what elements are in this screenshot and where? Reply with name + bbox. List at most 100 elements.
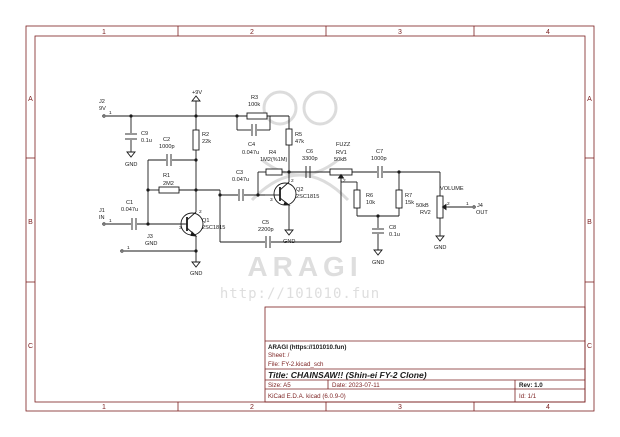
pin-number: 2 [447, 201, 450, 207]
gnd-label: GND [125, 162, 137, 168]
c9-ref: C9 [141, 131, 148, 137]
r6-ref: R6 [366, 193, 373, 199]
c6-value: 3300p [302, 156, 318, 162]
rv2-title: VOLUME [440, 186, 464, 192]
row-label: A [587, 96, 592, 103]
j1-value: IN [99, 215, 105, 221]
q2-value: 2SC1815 [296, 194, 319, 200]
watermark-name: ARAGI [247, 251, 362, 282]
pin-numbers: 1 1 1 1 3 2 3 2 2 2 [109, 110, 469, 251]
sheet-id: Id: 1/1 [519, 393, 537, 400]
r2-ref: R2 [202, 132, 209, 138]
r1-value: 2M2 [163, 181, 174, 187]
r7-ref: R7 [405, 193, 412, 199]
r7-value: 15k [405, 200, 414, 206]
j3-ref: J3 [147, 234, 153, 240]
j1-ref: J1 [99, 208, 105, 214]
junctions [129, 114, 401, 253]
frame-row-labels-right: A B C [587, 96, 592, 350]
schematic-title: Title: CHAINSAW!! (Shin-ei FY-2 Clone) [268, 370, 427, 380]
pot-wipers [337, 173, 448, 211]
revision: Rev: 1.0 [519, 382, 543, 389]
watermark-url: http://101010.fun [220, 286, 380, 302]
c8-value: 0.1u [389, 232, 400, 238]
component-bodies [102, 95, 476, 253]
title-block: ARAGI (https://101010.fun) Sheet: / File… [268, 344, 543, 400]
title-block-frame [264, 306, 586, 403]
frog-logo-icon [250, 90, 350, 202]
r5-value: 47k [295, 139, 304, 145]
c4-value: 0.047u [242, 150, 259, 156]
gnd-label: GND [372, 260, 384, 266]
sheet-date: Date: 2023-07-11 [332, 382, 380, 389]
c2-ref: C2 [163, 137, 170, 143]
c7-ref: C7 [376, 149, 383, 155]
col-label: 2 [250, 404, 254, 411]
tool-version: KiCad E.D.A. kicad (6.0.9-0) [268, 393, 346, 400]
c3-ref: C3 [236, 170, 243, 176]
q1-value: 2SC1815 [202, 225, 225, 231]
rv2-ref: RV2 [420, 210, 431, 216]
pin-number: 2 [343, 178, 346, 184]
sheet-size: Size: A5 [268, 382, 291, 389]
gnd-label: GND [283, 239, 295, 245]
col-label: 2 [250, 29, 254, 36]
r2-value: 22k [202, 139, 211, 145]
q2-ref: Q2 [296, 187, 303, 193]
c5-ref: C5 [262, 220, 269, 226]
company-name: ARAGI (https://101010.fun) [268, 344, 346, 351]
pin-number: 2 [199, 209, 202, 215]
col-label: 1 [102, 404, 106, 411]
r4-ref: R4 [269, 150, 276, 156]
r3-value: 100k [248, 102, 260, 108]
c3-value: 0.047u [232, 177, 249, 183]
c4-ref: C4 [248, 142, 255, 148]
r6-value: 10k [366, 200, 375, 206]
c9-value: 0.1u [141, 138, 152, 144]
row-label: B [28, 219, 33, 226]
pin-number: 3 [179, 225, 182, 231]
rv1-title: FUZZ [336, 142, 351, 148]
row-label: C [587, 343, 592, 350]
c2-value: 1000p [159, 144, 175, 150]
c1-ref: C1 [126, 200, 133, 206]
j3-value: GND [145, 241, 157, 247]
c8-ref: C8 [389, 225, 396, 231]
r1-ref: R1 [163, 173, 170, 179]
j2-value: 9V [99, 106, 106, 112]
q1-ref: Q1 [202, 218, 209, 224]
col-label: 4 [546, 29, 550, 36]
row-label: A [28, 96, 33, 103]
c7-value: 1000p [371, 156, 387, 162]
row-label: B [587, 219, 592, 226]
j4-ref: J4 [477, 203, 483, 209]
frame-col-labels-top: 1 2 3 4 [102, 29, 550, 36]
r4-value: 1M2(%1M) [260, 157, 287, 163]
rv1-ref: RV1 [336, 150, 347, 156]
col-label: 3 [398, 404, 402, 411]
r3-ref: R3 [251, 95, 258, 101]
transistor-q2-icon [273, 181, 297, 206]
component-labels: +9V J2 9V J1 IN J3 GND J4 OUT C9 0.1u C2… [99, 90, 488, 277]
j2-ref: J2 [99, 99, 105, 105]
col-label: 3 [398, 29, 402, 36]
col-label: 4 [546, 404, 550, 411]
sheet-name: Sheet: / [268, 352, 290, 359]
transistor-q1-icon [180, 211, 204, 237]
pin-number: 1 [109, 110, 112, 116]
row-label: C [28, 343, 33, 350]
pin-number: 2 [291, 178, 294, 184]
gnd-symbols [126, 151, 445, 268]
pin-number: 3 [270, 197, 273, 203]
gnd-label: GND [434, 245, 446, 251]
col-label: 1 [102, 29, 106, 36]
wires [106, 101, 472, 262]
r5-ref: R5 [295, 132, 302, 138]
rv1-value: 50kB [334, 157, 347, 163]
frame-col-labels-bottom: 1 2 3 4 [102, 404, 550, 411]
c6-ref: C6 [306, 149, 313, 155]
pin-number: 1 [109, 218, 112, 224]
gnd-label: GND [190, 271, 202, 277]
j4-value: OUT [476, 210, 488, 216]
